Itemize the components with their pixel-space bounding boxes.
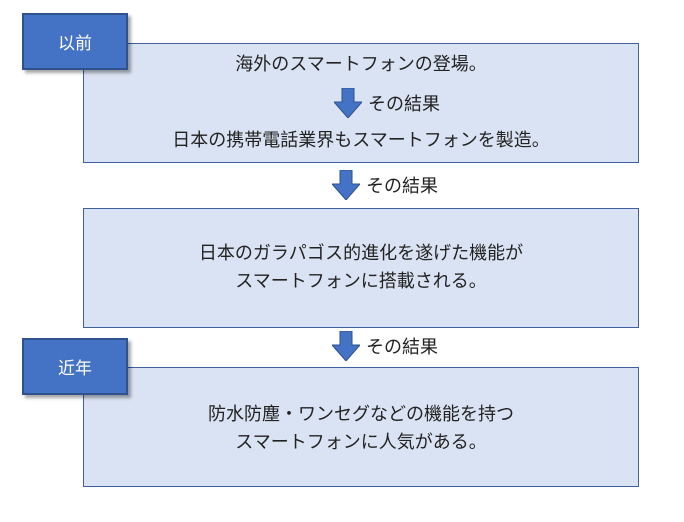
arrow-between-1-2: その結果	[332, 170, 438, 200]
box3-line1: 防水防塵・ワンセグなどの機能を持つ	[208, 404, 514, 425]
inner-arrow-label: その結果	[368, 94, 440, 115]
step-box-3: 防水防塵・ワンセグなどの機能を持つ スマートフォンに人気がある。	[83, 367, 639, 487]
tag-before: 以前	[22, 13, 128, 70]
box3-line2: スマートフォンに人気がある。	[235, 432, 487, 453]
step-box-2: 日本のガラパゴス的進化を遂げた機能が スマートフォンに搭載される。	[83, 208, 639, 328]
arrow-between-2-3: その結果	[332, 331, 438, 361]
down-arrow-icon	[332, 170, 360, 200]
box2-line2: スマートフォンに搭載される。	[235, 271, 487, 292]
step-box-1: 海外のスマートフォンの登場。 その結果 日本の携帯電話業界もスマートフォンを製造…	[83, 43, 639, 163]
down-arrow-icon	[334, 88, 362, 118]
box1-line2: 日本の携帯電話業界もスマートフォンを製造。	[172, 130, 550, 151]
box2-line1: 日本のガラパゴス的進化を遂げた機能が	[198, 243, 524, 264]
down-arrow-icon	[332, 331, 360, 361]
box1-line1: 海外のスマートフォンの登場。	[235, 54, 487, 75]
arrow1-label: その結果	[366, 176, 438, 197]
inner-arrow: その結果	[334, 88, 440, 118]
arrow2-label: その結果	[366, 337, 438, 358]
tag-recent: 近年	[22, 338, 128, 395]
